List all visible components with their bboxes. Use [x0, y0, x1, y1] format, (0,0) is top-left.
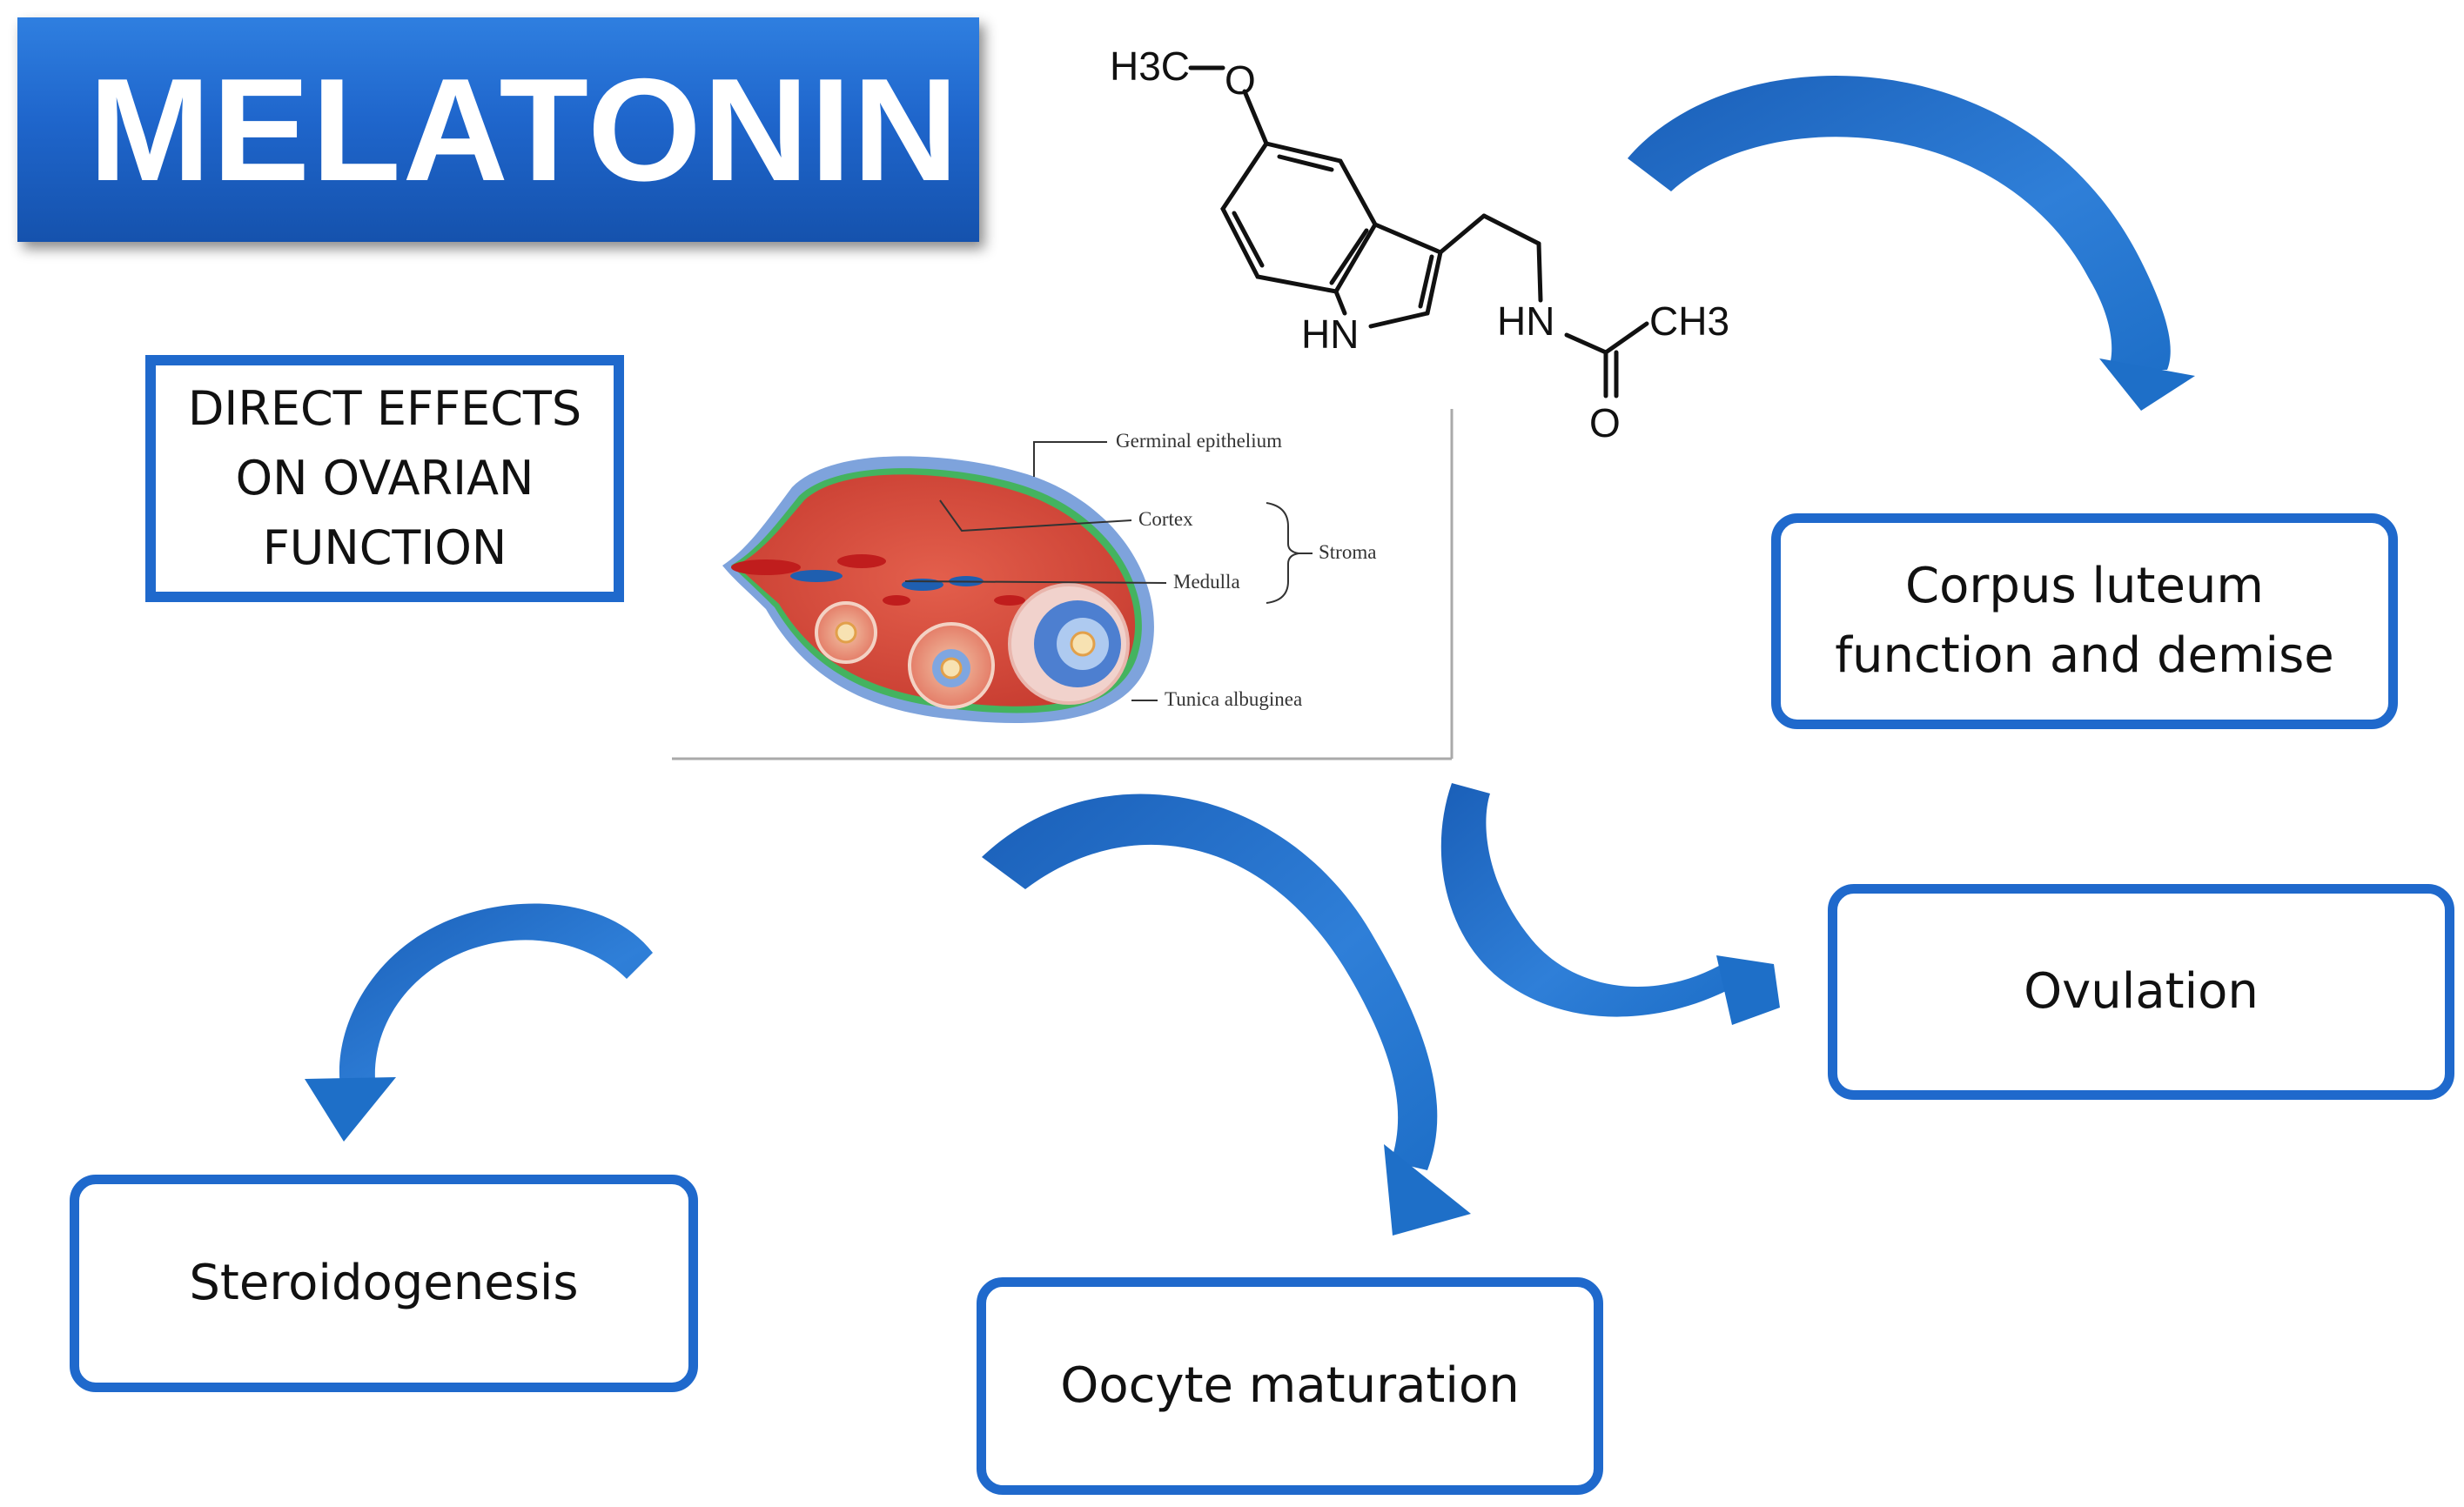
arrow-to-steroidogenesis [305, 903, 653, 1142]
direct-effects-line-2: ON OVARIAN [235, 451, 534, 506]
corpus-luteum-box: Corpus luteum function and demise [1771, 513, 2398, 729]
medulla-label: Medulla [1173, 571, 1240, 593]
title: MELATONIN [88, 47, 961, 211]
direct-effects-line-3: FUNCTION [262, 520, 507, 575]
ovary-labels: Germinal epithelium Cortex Medulla Strom… [1116, 430, 1376, 710]
germinal-epithelium-label: Germinal epithelium [1116, 430, 1282, 452]
melatonin-labels: H3C O HN HN CH3 O [1110, 44, 1729, 445]
ovary-leader-lines [904, 441, 1313, 701]
arrow-to-corpus-luteum [1628, 75, 2195, 411]
ovulation-label: Ovulation [2024, 963, 2259, 1020]
arrow-to-ovulation [1440, 783, 1780, 1025]
oocyte-maturation-label: Oocyte maturation [1060, 1357, 1520, 1414]
indole-nh-label: HN [1301, 311, 1359, 357]
direct-effects-line-1: DIRECT EFFECTS [187, 381, 582, 436]
cortex-label: Cortex [1138, 508, 1193, 530]
arrow-to-oocyte-maturation [982, 794, 1471, 1236]
ovulation-box: Ovulation [1828, 884, 2454, 1100]
ovary-follicles [815, 583, 1130, 709]
direct-effects-box: DIRECT EFFECTS ON OVARIAN FUNCTION [145, 355, 624, 602]
methyl-label: CH3 [1649, 298, 1729, 344]
methoxy-label: H3C [1110, 44, 1190, 89]
carbonyl-oxygen-label: O [1589, 400, 1621, 445]
title-banner: MELATONIN [17, 17, 979, 242]
oocyte-maturation-box: Oocyte maturation [977, 1277, 1603, 1495]
ether-oxygen-label: O [1225, 57, 1256, 103]
steroidogenesis-box: Steroidogenesis [70, 1175, 698, 1392]
stroma-label: Stroma [1319, 541, 1376, 563]
ovary-illustration: Germinal epithelium Cortex Medulla Strom… [672, 409, 1454, 760]
amide-nh-label: HN [1497, 298, 1554, 344]
corpus-luteum-label: Corpus luteum function and demise [1835, 552, 2333, 691]
melatonin-structure [1188, 65, 1649, 399]
corpus-luteum-line-1: Corpus luteum [1905, 558, 2264, 614]
direct-effects-label: DIRECT EFFECTS ON OVARIAN FUNCTION [188, 374, 581, 583]
tunica-albuginea-label: Tunica albuginea [1165, 688, 1302, 710]
corpus-luteum-line-2: function and demise [1835, 627, 2334, 684]
steroidogenesis-label: Steroidogenesis [189, 1255, 579, 1311]
